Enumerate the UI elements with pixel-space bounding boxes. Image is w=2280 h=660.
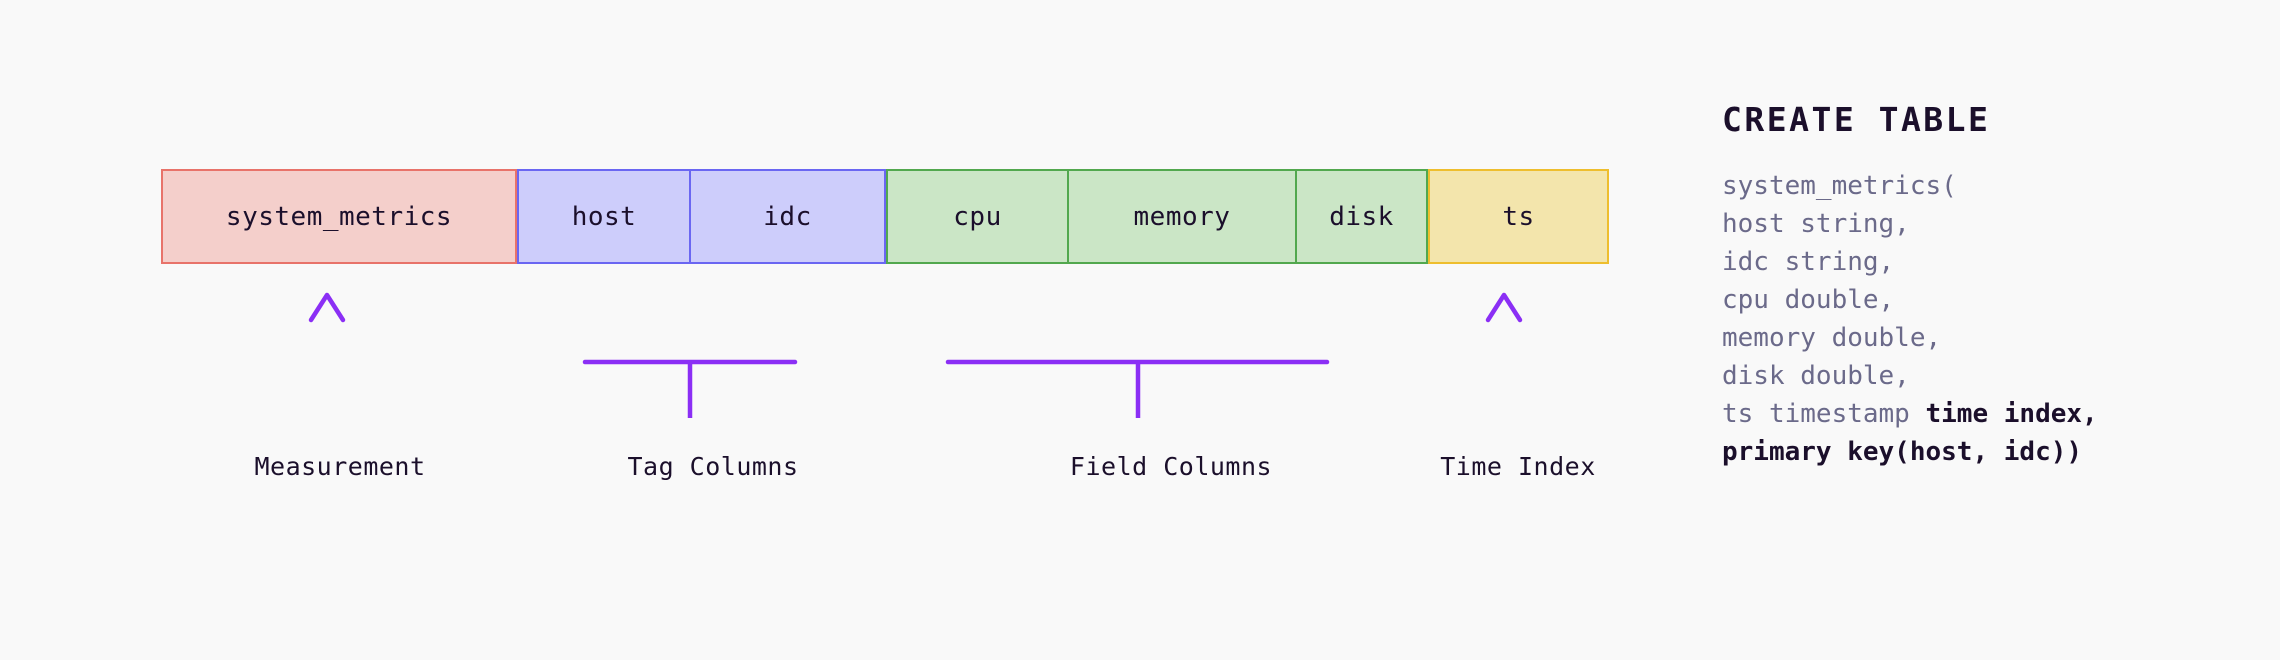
code-line: host string, <box>1722 205 2242 243</box>
column-cell-ts[interactable]: ts <box>1502 201 1535 232</box>
column-cell-idc[interactable]: idc <box>689 171 884 262</box>
column-group-time: ts <box>1428 169 1609 264</box>
column-group-tag: host idc <box>517 169 886 264</box>
code-keyword: time index, <box>1925 399 2098 429</box>
code-line: disk double, <box>1722 357 2242 395</box>
code-line: primary key(host, idc)) <box>1722 433 2242 471</box>
code-text: cpu double, <box>1722 285 1895 315</box>
column-cell-memory[interactable]: memory <box>1067 171 1295 262</box>
schema-strip: system_metrics host idc cpu memory disk … <box>161 169 1609 264</box>
column-cell-cpu[interactable]: cpu <box>953 201 1002 232</box>
code-text: system_metrics( <box>1722 171 1957 201</box>
code-line: cpu double, <box>1722 281 2242 319</box>
code-line: memory double, <box>1722 319 2242 357</box>
create-table-body: system_metrics(host string, idc string, cp… <box>1722 167 2242 471</box>
code-text: host string, <box>1722 209 1910 239</box>
column-group-measurement: system_metrics <box>161 169 517 264</box>
annotation-label-time-index: Time Index <box>1440 452 1596 481</box>
code-line: system_metrics( <box>1722 167 2242 205</box>
code-text: disk double, <box>1722 361 1910 391</box>
code-text: ts timestamp <box>1722 399 1926 429</box>
arrow-measurement-icon <box>308 292 346 415</box>
column-cell-disk[interactable]: disk <box>1295 171 1426 262</box>
code-line: idc string, <box>1722 243 2242 281</box>
arrow-time-index-icon <box>1485 292 1523 415</box>
code-line: ts timestamp time index, <box>1722 395 2242 433</box>
code-text: idc string, <box>1722 247 1895 277</box>
create-table-panel: CREATE TABLE system_metrics(host string,… <box>1722 100 2242 471</box>
create-table-title: CREATE TABLE <box>1722 100 1991 139</box>
column-cell-system-metrics[interactable]: system_metrics <box>225 201 453 232</box>
code-text: memory double, <box>1722 323 1942 353</box>
annotation-label-tag-columns: Tag Columns <box>627 452 799 481</box>
bracket-field-columns-icon <box>945 297 1330 418</box>
bracket-tag-columns-icon <box>582 297 798 418</box>
column-group-field: cpu memory disk <box>886 169 1428 264</box>
annotation-label-measurement: Measurement <box>254 452 426 481</box>
annotation-label-field-columns: Field Columns <box>1069 452 1273 481</box>
code-keyword: primary key(host, idc)) <box>1722 437 2083 467</box>
column-cell-host[interactable]: host <box>571 201 637 232</box>
